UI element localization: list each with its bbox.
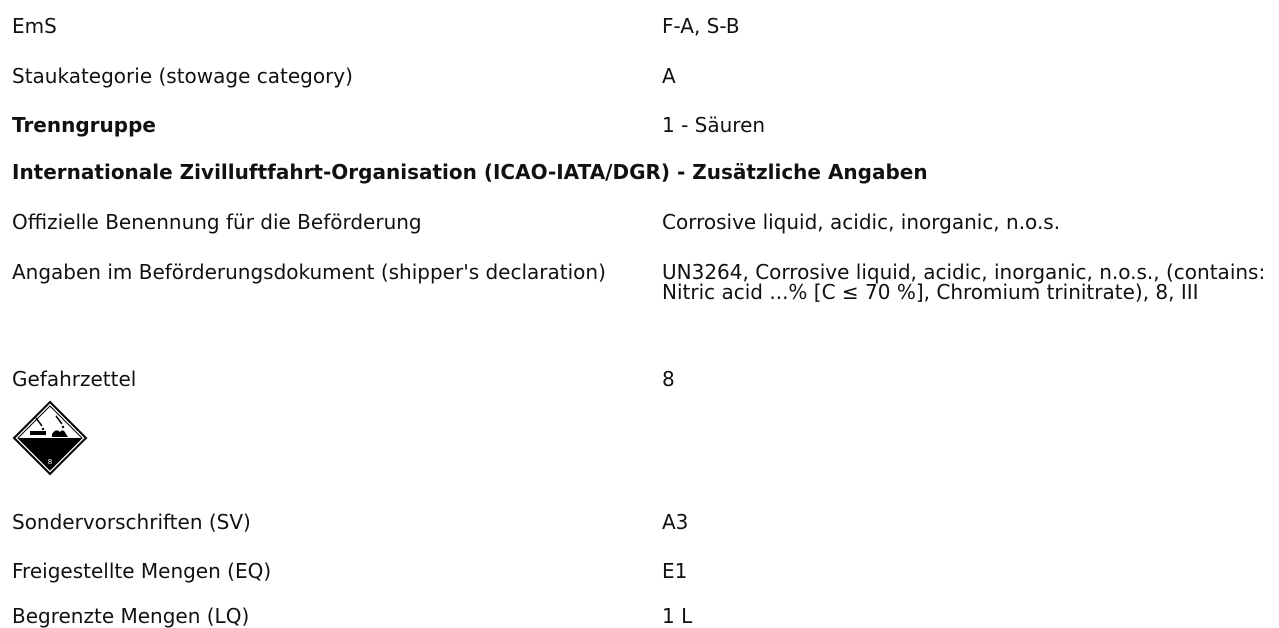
corrosive-pictogram: 8 — [12, 400, 88, 476]
corrosive-class-8-diamond-icon: 8 — [12, 400, 88, 476]
row-value: Corrosive liquid, acidic, inorganic, n.o… — [662, 210, 1061, 234]
row-value: E1 — [662, 559, 688, 583]
section-heading: Internationale Zivilluftfahrt-Organisati… — [12, 160, 928, 184]
row-label: Gefahrzettel — [12, 367, 137, 391]
row-label: Trenngruppe — [12, 113, 156, 137]
row-label: Freigestellte Mengen (EQ) — [12, 559, 272, 583]
row-value: A3 — [662, 510, 689, 534]
row-label: Offizielle Benennung für die Beförderung — [12, 210, 422, 234]
row-value: 1 L — [662, 604, 693, 628]
row-label: EmS — [12, 14, 57, 38]
row-value: 8 — [662, 367, 675, 391]
row-value: UN3264, Corrosive liquid, acidic, inorga… — [662, 260, 1266, 304]
row-label: Angaben im Beförderungsdokument (shipper… — [12, 260, 606, 284]
row-label: Sondervorschriften (SV) — [12, 510, 251, 534]
row-value: 1 - Säuren — [662, 113, 766, 137]
hazard-class-number: 8 — [48, 458, 52, 466]
row-value: F-A, S-B — [662, 14, 740, 38]
row-label: Begrenzte Mengen (LQ) — [12, 604, 250, 628]
row-value: A — [662, 64, 676, 88]
row-label: Staukategorie (stowage category) — [12, 64, 353, 88]
